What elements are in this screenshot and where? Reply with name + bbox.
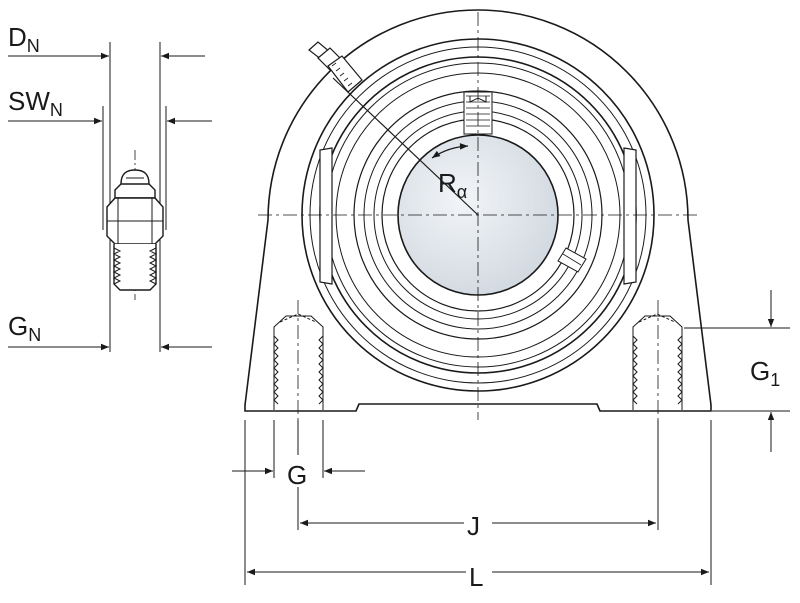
label-gn: GN [8,311,41,345]
label-j: J [467,511,480,541]
left-dimension-lines [8,52,212,351]
housing-grease-nipple [308,41,363,93]
label-swn: SWN [8,86,63,120]
housing-side-lugs [319,147,637,285]
label-l: L [469,562,483,592]
label-dn: DN [8,22,40,56]
grease-nipple-detail [102,42,167,352]
label-g1: G1 [750,356,780,390]
label-r-alpha: Rα [438,168,467,202]
foot-bolt-hole-left [273,313,324,410]
foot-bolt-hole-right [632,313,683,410]
radius-indicator [332,77,479,216]
set-screw-side [557,247,587,273]
label-g: G [287,460,307,490]
